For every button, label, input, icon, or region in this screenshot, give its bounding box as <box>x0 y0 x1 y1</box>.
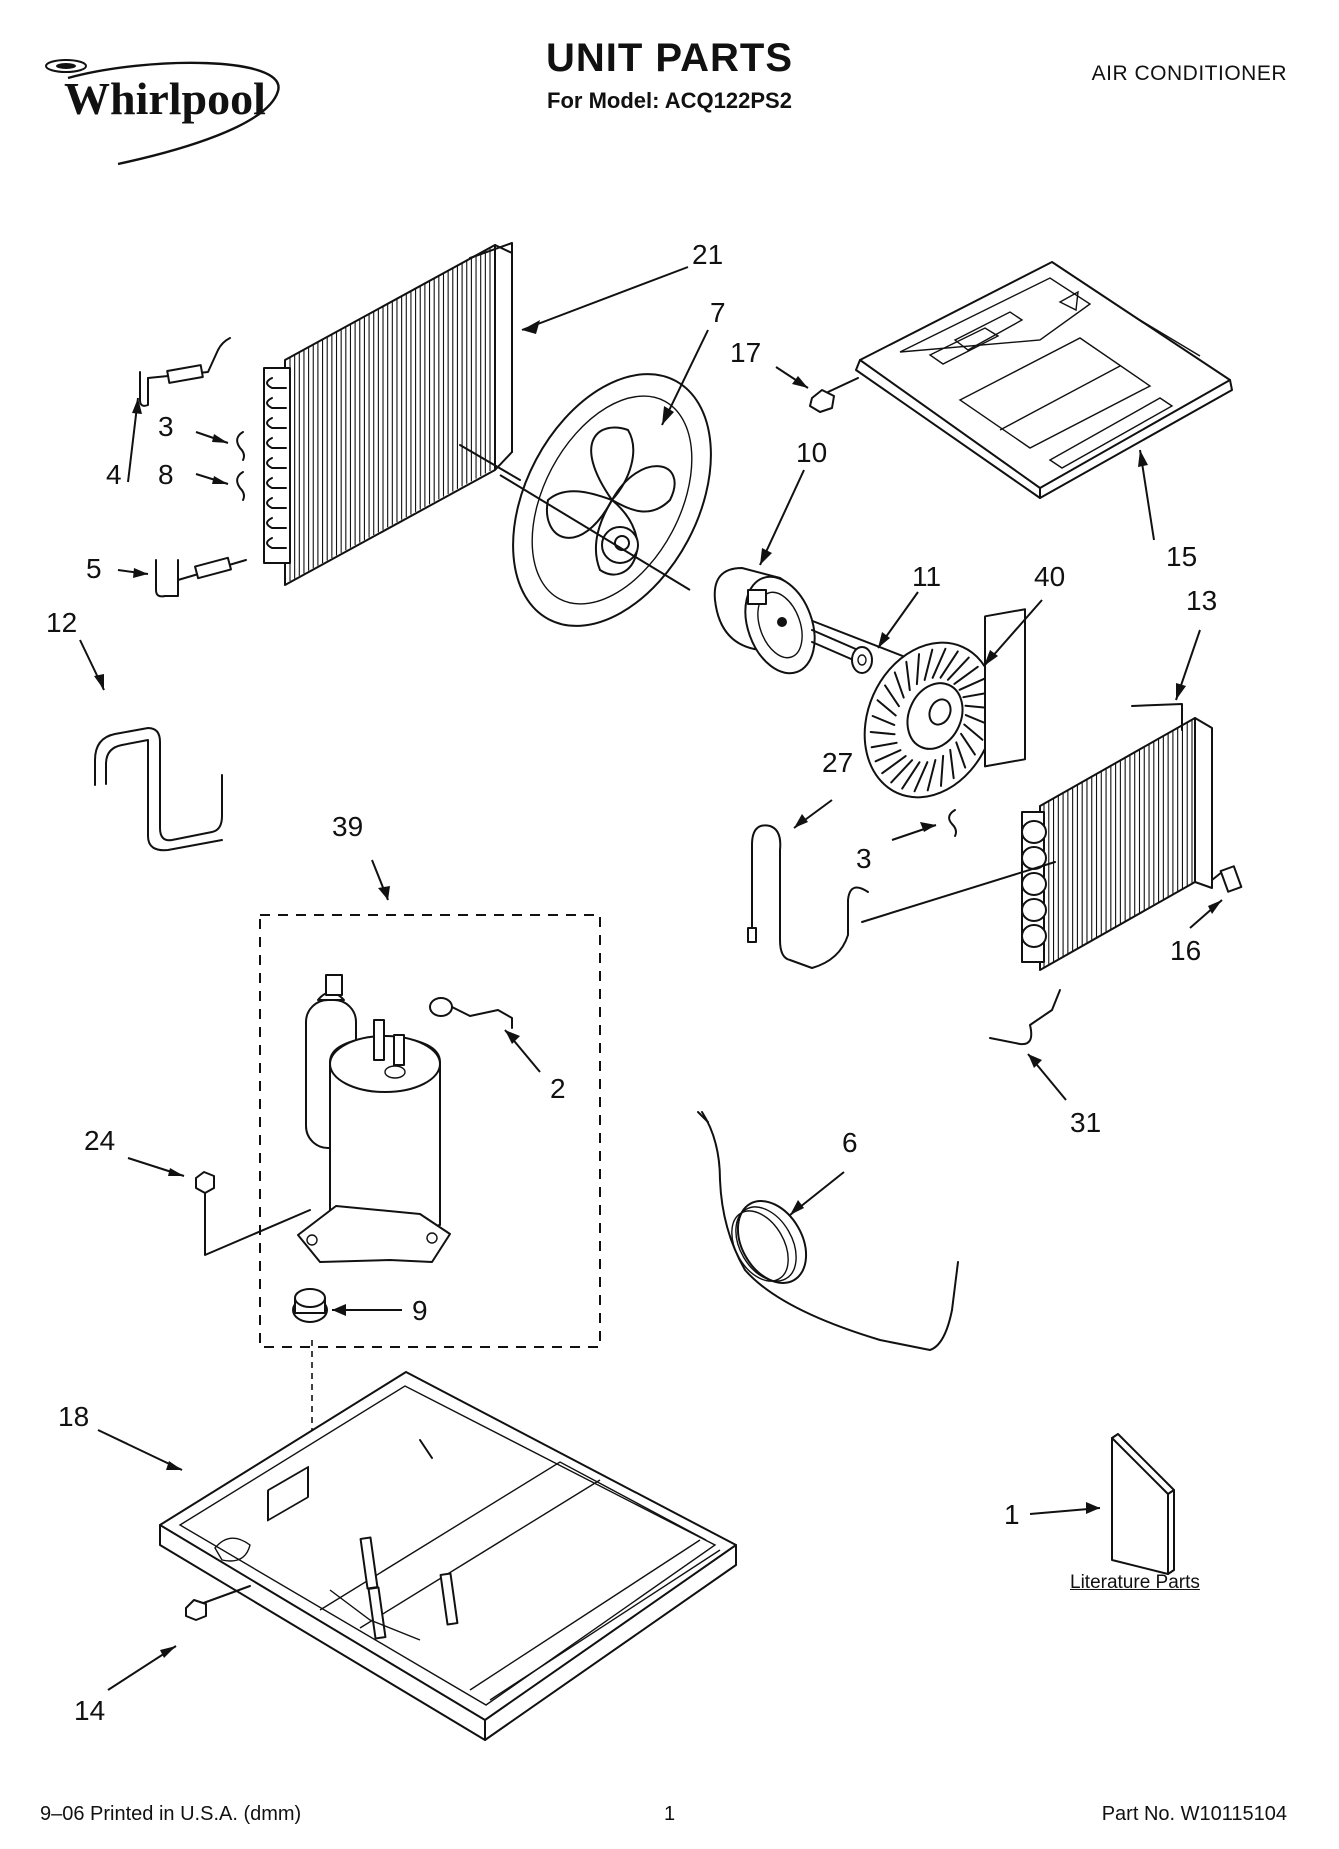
tube-assembly-5 <box>155 556 247 598</box>
fan-blade <box>512 373 712 627</box>
part-number: Part No. W10115104 <box>1101 1803 1287 1825</box>
screw-17 <box>809 377 859 413</box>
base-pan <box>159 1371 737 1741</box>
clip-8 <box>236 471 245 501</box>
tube-assembly-4 <box>139 337 231 407</box>
callout-39: 39 <box>332 811 363 842</box>
callout-labels: 21 7 17 3 4 8 5 10 15 11 40 13 12 27 3 3… <box>46 239 1217 1726</box>
nut-24 <box>195 1171 311 1256</box>
callout-40: 40 <box>1034 561 1065 592</box>
callout-8: 8 <box>158 459 174 490</box>
print-info: 9–06 Printed in U.S.A. (dmm) <box>40 1803 302 1825</box>
callout-14: 14 <box>74 1695 105 1726</box>
model-subtitle: For Model: ACQ122PS2 <box>547 88 792 113</box>
blower-wheel <box>863 641 997 799</box>
product-category: AIR CONDITIONER <box>1091 62 1287 85</box>
callout-6: 6 <box>842 1127 858 1158</box>
screw-14 <box>185 1585 251 1621</box>
condenser-coil <box>263 242 521 586</box>
nut-11 <box>851 646 873 674</box>
callout-27: 27 <box>822 747 853 778</box>
callout-18: 18 <box>58 1401 89 1432</box>
callout-15: 15 <box>1166 541 1197 572</box>
page-title: UNIT PARTS <box>545 36 794 80</box>
clip-16 <box>1219 865 1243 893</box>
clip-3 <box>236 431 245 461</box>
leader-arrowheads <box>94 320 1222 1658</box>
fan-motor <box>713 567 859 675</box>
callout-21: 21 <box>692 239 723 270</box>
tube-12 <box>94 727 223 842</box>
literature-booklet-1 <box>1111 1433 1175 1575</box>
brand-wordmark: Whirlpool <box>64 73 266 124</box>
callout-31: 31 <box>1070 1107 1101 1138</box>
callout-12: 12 <box>46 607 77 638</box>
whirlpool-logo: Whirlpool <box>45 59 280 166</box>
clip-3-evap <box>948 809 957 837</box>
drain-coil-6 <box>697 1111 959 1351</box>
callout-13: 13 <box>1186 585 1217 616</box>
compressor <box>297 974 451 1263</box>
callout-10: 10 <box>796 437 827 468</box>
callout-5: 5 <box>86 553 102 584</box>
callout-17: 17 <box>730 337 761 368</box>
overload-2 <box>429 997 513 1029</box>
literature-parts-label: Literature Parts <box>1070 1572 1200 1593</box>
top-cover <box>855 261 1233 499</box>
callout-3: 3 <box>158 411 174 442</box>
callout-4: 4 <box>106 459 122 490</box>
callout-2: 2 <box>550 1073 566 1104</box>
page-number: 1 <box>663 1803 676 1825</box>
grommet-9 <box>292 1288 328 1323</box>
callout-24: 24 <box>84 1125 115 1156</box>
callout-7: 7 <box>710 297 726 328</box>
evaporator-coil <box>984 608 1223 971</box>
tube-31 <box>989 989 1061 1046</box>
callout-3-evap: 3 <box>856 843 872 874</box>
callout-1: 1 <box>1004 1499 1020 1530</box>
capillary-tube-27 <box>751 824 869 969</box>
callout-9: 9 <box>412 1295 428 1326</box>
callout-11: 11 <box>912 561 941 592</box>
compressor-assembly-box <box>259 914 601 1348</box>
callout-16: 16 <box>1170 935 1201 966</box>
